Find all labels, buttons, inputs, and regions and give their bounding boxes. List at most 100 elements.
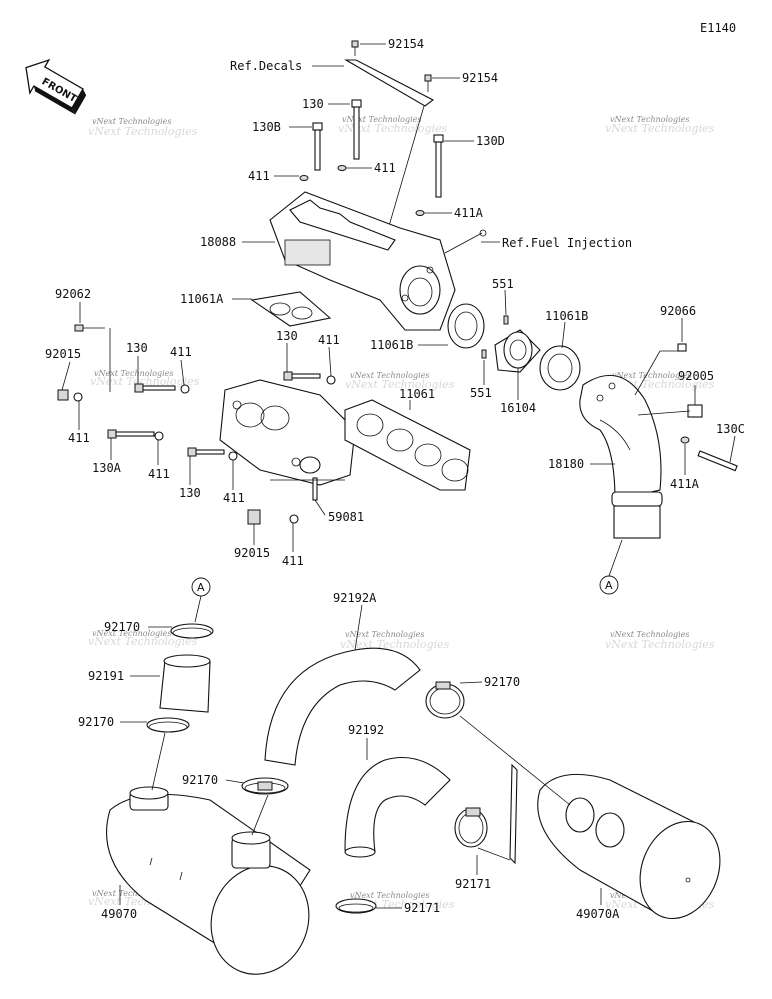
watermark-ghost: vNext Technologies <box>605 122 715 135</box>
part-label: 130A <box>92 461 122 475</box>
bolt-130-top <box>351 99 362 160</box>
bolt-130-mid2 <box>283 371 321 381</box>
ref-decals-label: Ref.Decals <box>230 59 302 73</box>
part-label: 551 <box>470 386 492 400</box>
washer-411-mid2 <box>326 375 336 385</box>
exhaust-pipe-18180 <box>579 374 663 539</box>
bolt-130a <box>107 429 155 439</box>
part-label: 411 <box>248 169 270 183</box>
part-label: 130D <box>476 134 505 148</box>
part-label: 18088 <box>200 235 236 249</box>
hose-92192a <box>264 647 421 766</box>
part-label: 411 <box>318 333 340 347</box>
front-arrow-badge: FRONT <box>25 58 87 115</box>
part-label: 92015 <box>234 546 270 560</box>
part-label: 11061B <box>370 338 413 352</box>
bolt-92154-top <box>351 40 359 56</box>
watermark-ghost: vNext Technologies <box>605 638 715 651</box>
part-label: 92062 <box>55 287 91 301</box>
watermark: vNext Technologies <box>92 117 171 126</box>
watermark: vNext Technologies <box>610 630 689 639</box>
watermark: vNext Technologies <box>94 369 173 378</box>
watermark-ghost: vNext Technologies <box>345 378 455 391</box>
clamp-92170-low <box>241 777 289 795</box>
marker-a-top: A <box>191 577 211 623</box>
washer-411-low2 <box>154 431 164 441</box>
bolt-92154-right <box>424 74 432 92</box>
part-label: 411 <box>282 554 304 568</box>
watermark: vNext Technologies <box>350 371 429 380</box>
part-label: 49070A <box>576 907 620 921</box>
clamp-92171-mid <box>454 807 488 848</box>
washer-411-bottom <box>289 514 299 524</box>
bracket-plate <box>509 763 518 865</box>
part-label: 411 <box>223 491 245 505</box>
washer-411-right <box>337 165 347 171</box>
clamp-92170-right <box>425 681 465 719</box>
clamp-92170-top <box>170 623 214 639</box>
collar-16104 <box>494 329 541 373</box>
bolt-130d <box>433 134 444 198</box>
washer-411a-top <box>415 210 425 216</box>
part-label: 92154 <box>462 71 498 85</box>
part-label: 16104 <box>500 401 536 415</box>
part-label: 130 <box>126 341 148 355</box>
manifold-18088 <box>269 191 487 331</box>
part-label: 411 <box>68 431 90 445</box>
watermark: vNext Technologies <box>342 115 421 124</box>
part-label: 92171 <box>455 877 491 891</box>
part-label: 49070 <box>101 907 137 921</box>
part-label: 92192A <box>333 591 377 605</box>
part-label: 130 <box>179 486 201 500</box>
watermark-ghost: vNext Technologies <box>88 635 198 648</box>
sleeve-92191 <box>159 654 211 713</box>
part-label: 92154 <box>388 37 424 51</box>
watermark: vNext Technologies <box>92 889 171 898</box>
bolt-92066 <box>660 343 687 352</box>
part-label: 11061 <box>399 387 435 401</box>
part-label: 411 <box>170 345 192 359</box>
part-label: 411 <box>148 467 170 481</box>
washer-411-left-low <box>73 392 83 402</box>
part-label: 92171 <box>404 901 440 915</box>
part-labels: Ref.Decals Ref.Fuel Injection 92154 9215… <box>45 37 745 921</box>
part-label: 92170 <box>182 773 218 787</box>
pin-551 <box>481 315 509 359</box>
washer-411-mid1 <box>180 384 190 394</box>
gasket-11061b-right <box>539 345 581 391</box>
watermark: vNext Technologies <box>92 629 171 638</box>
watermark: vNext Technologies <box>610 115 689 124</box>
leader-lines <box>61 43 736 909</box>
part-label: 130B <box>252 120 281 134</box>
bolt-92062 <box>74 324 105 332</box>
watermark: vNext Technologies <box>612 371 691 380</box>
gasket-11061 <box>344 399 471 491</box>
part-label: 130 <box>276 329 298 343</box>
diagram-code: E1140 <box>700 21 736 35</box>
part-label: 130 <box>302 97 324 111</box>
part-label: 92005 <box>678 369 714 383</box>
watermark: vNext Technologies <box>345 630 424 639</box>
ref-fuel-injection-label: Ref.Fuel Injection <box>502 236 632 250</box>
part-label: 92170 <box>104 620 140 634</box>
marker-a-mid-label: A <box>605 579 613 592</box>
muffler-49070a <box>537 773 721 920</box>
part-label: 92170 <box>484 675 520 689</box>
marker-a-mid: A <box>599 539 623 595</box>
fitting-92005 <box>687 404 703 418</box>
washer-411a-right <box>680 436 690 444</box>
marker-a-top-label: A <box>197 581 205 594</box>
watermark: vNext Technologies <box>350 891 429 900</box>
part-label: 11061A <box>180 292 224 306</box>
muffler-49070 <box>106 786 311 975</box>
nut-92015-left <box>57 389 69 401</box>
part-label: 59081 <box>328 510 364 524</box>
part-label: 92015 <box>45 347 81 361</box>
gasket-11061b-left <box>447 303 485 349</box>
watermark-ghost: vNext Technologies <box>90 375 200 388</box>
clamp-92170-mid <box>146 717 190 733</box>
stud-59081 <box>312 477 318 501</box>
part-label: 18180 <box>548 457 584 471</box>
hose-92192 <box>344 756 451 858</box>
bolt-130c <box>697 450 738 472</box>
